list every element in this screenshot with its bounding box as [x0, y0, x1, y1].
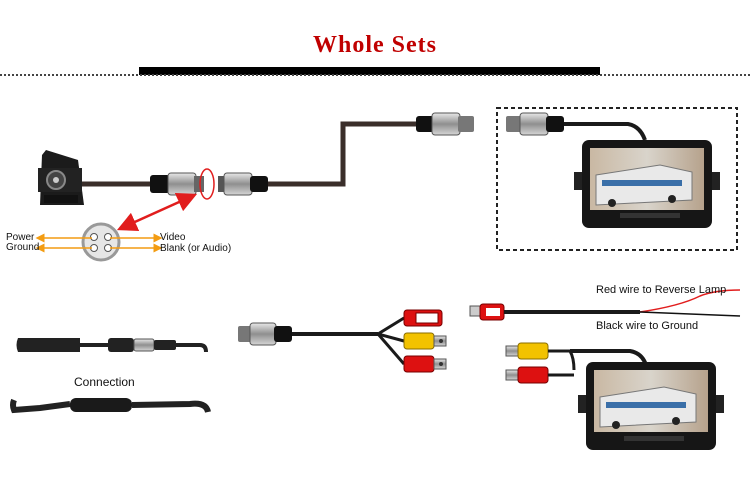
connection-cable-top	[16, 338, 208, 353]
black-wire-label: Black wire to Ground	[596, 320, 699, 332]
rca-cable	[548, 349, 576, 371]
pin-label-power: Power	[6, 232, 35, 243]
pinout-diagram	[35, 222, 163, 262]
page-title: Whole Sets	[313, 32, 437, 58]
aviation-connector-icon	[238, 322, 292, 346]
aviation-connector-icon	[218, 172, 268, 196]
pin-label-video: Video	[160, 232, 186, 243]
rca-plug-icon	[505, 366, 549, 384]
monitor-icon	[578, 362, 724, 450]
connection-label: Connection	[74, 375, 135, 389]
red-wire-label: Red wire to Reverse Lamp	[596, 284, 727, 296]
aviation-connector-icon	[416, 112, 474, 136]
connection-cable-bottom	[10, 398, 211, 414]
dc-plug-icon	[469, 303, 505, 321]
dc-plug-icon	[403, 309, 443, 327]
monitor-icon	[574, 140, 720, 228]
splitter-branch-yellow	[377, 332, 405, 343]
rca-plug-icon	[505, 342, 549, 360]
rca-plug-icon	[403, 355, 447, 373]
splitter-branch-white	[376, 333, 406, 365]
splitter-branch-red	[377, 316, 405, 336]
camera-icon	[38, 150, 84, 205]
black-wire	[639, 311, 741, 317]
pin-label-ground: Ground	[6, 242, 40, 253]
dotted-divider	[0, 74, 750, 76]
rca-plug-icon	[403, 332, 447, 350]
monitor-cable	[564, 122, 647, 141]
title-underline-bar	[139, 67, 600, 75]
monitor-kit-box	[496, 107, 738, 251]
red-wire	[639, 289, 741, 313]
pin-label-blank: Blank (or Audio)	[160, 243, 232, 254]
extension-cable	[268, 121, 418, 187]
aviation-connector-icon	[506, 112, 564, 136]
aviation-connector-icon	[150, 172, 204, 196]
highlight-ellipse	[199, 168, 215, 200]
pinout-pointer-arrow	[116, 193, 198, 231]
